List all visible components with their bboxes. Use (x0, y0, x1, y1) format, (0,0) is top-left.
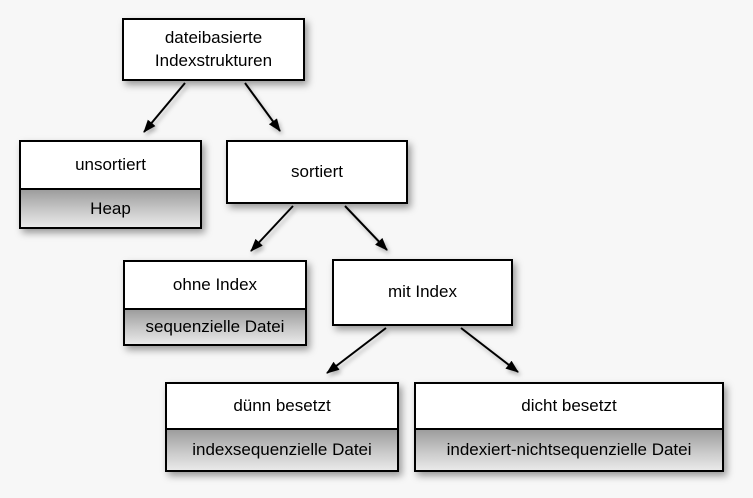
node-duenn-besetzt: dünn besetzt indexsequenzielle Datei (165, 382, 399, 472)
node-unsortiert-sublabel: Heap (21, 188, 200, 227)
edge-root-unsortiert (143, 82, 186, 133)
node-ohne-index-label: ohne Index (172, 274, 258, 294)
edge-sortiert-mit-index (344, 205, 388, 251)
edge-root-sortiert (244, 82, 281, 132)
node-duenn-besetzt-sublabel: indexsequenzielle Datei (167, 428, 397, 470)
node-ohne-index-sublabel: sequenzielle Datei (125, 308, 305, 344)
edge-mit-index-dicht (460, 327, 519, 373)
node-dicht-besetzt: dicht besetzt indexiert-nichtsequenziell… (414, 382, 724, 472)
edge-sortiert-ohne-index (250, 205, 294, 252)
node-sortiert-label: sortiert (291, 161, 343, 181)
node-mit-index-label: mit Index (388, 282, 457, 302)
node-ohne-index: ohne Index sequenzielle Datei (123, 260, 307, 346)
node-sortiert: sortiert (226, 140, 408, 204)
node-root-label: dateibasierte Indexstrukturen (154, 27, 273, 70)
node-dicht-besetzt-label: dicht besetzt (521, 395, 617, 415)
node-duenn-besetzt-label: dünn besetzt (233, 395, 331, 415)
node-dicht-besetzt-sublabel: indexiert-nichtsequenzielle Datei (416, 428, 722, 470)
node-mit-index: mit Index (332, 259, 513, 326)
edge-mit-index-duenn (326, 327, 387, 374)
node-unsortiert-label: unsortiert (75, 154, 146, 174)
node-root: dateibasierte Indexstrukturen (122, 18, 305, 81)
node-unsortiert: unsortiert Heap (19, 140, 202, 229)
